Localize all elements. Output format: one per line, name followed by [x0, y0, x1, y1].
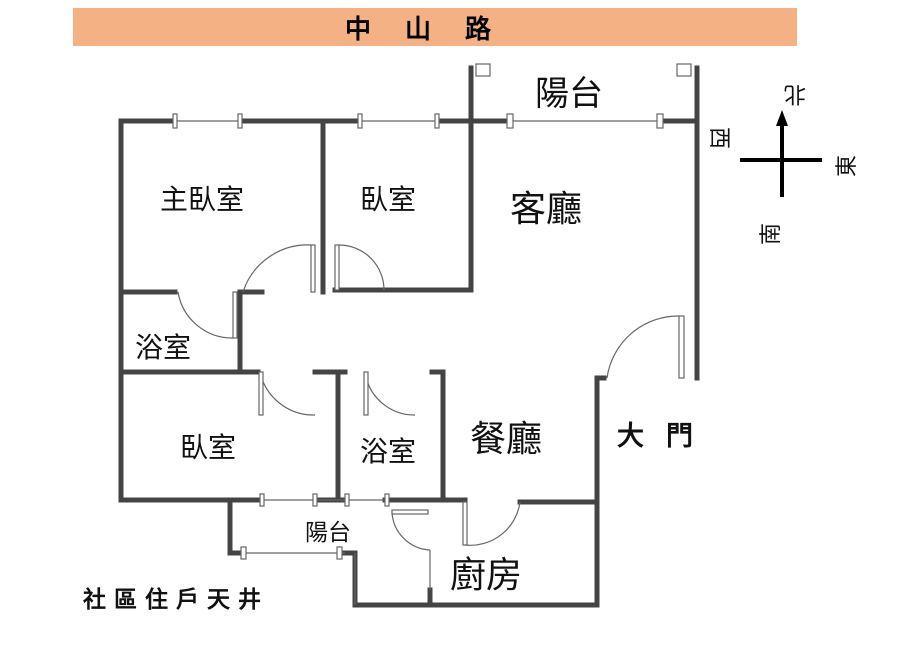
- compass: [740, 110, 822, 197]
- road-label: 中山路: [344, 14, 525, 45]
- doors: [177, 244, 685, 551]
- compass-south: 南: [759, 222, 785, 246]
- kitchen-label: 廚房: [450, 555, 523, 596]
- living-room-label: 客廳: [510, 189, 583, 230]
- walls: [118, 65, 700, 608]
- compass-north: 北: [784, 81, 807, 106]
- windows: [172, 63, 692, 605]
- main-door-label: 大門: [617, 421, 715, 452]
- compass-east: 東: [835, 154, 861, 178]
- bedroom-3-label: 臥室: [180, 431, 237, 464]
- balcony-front-label: 陽台: [535, 74, 603, 114]
- balcony-back-label: 陽台: [305, 520, 351, 546]
- bathroom-2-label: 浴室: [360, 435, 417, 468]
- master-bedroom-label: 主臥室: [160, 183, 245, 216]
- compass-west: 西: [706, 126, 732, 150]
- road-banner: 中山路: [73, 8, 797, 46]
- bedroom-2-label: 臥室: [360, 183, 417, 216]
- dining-room-label: 餐廳: [470, 419, 543, 460]
- bathroom-1-label: 浴室: [135, 331, 192, 364]
- light-well-label: 社區住戶天井: [83, 587, 269, 613]
